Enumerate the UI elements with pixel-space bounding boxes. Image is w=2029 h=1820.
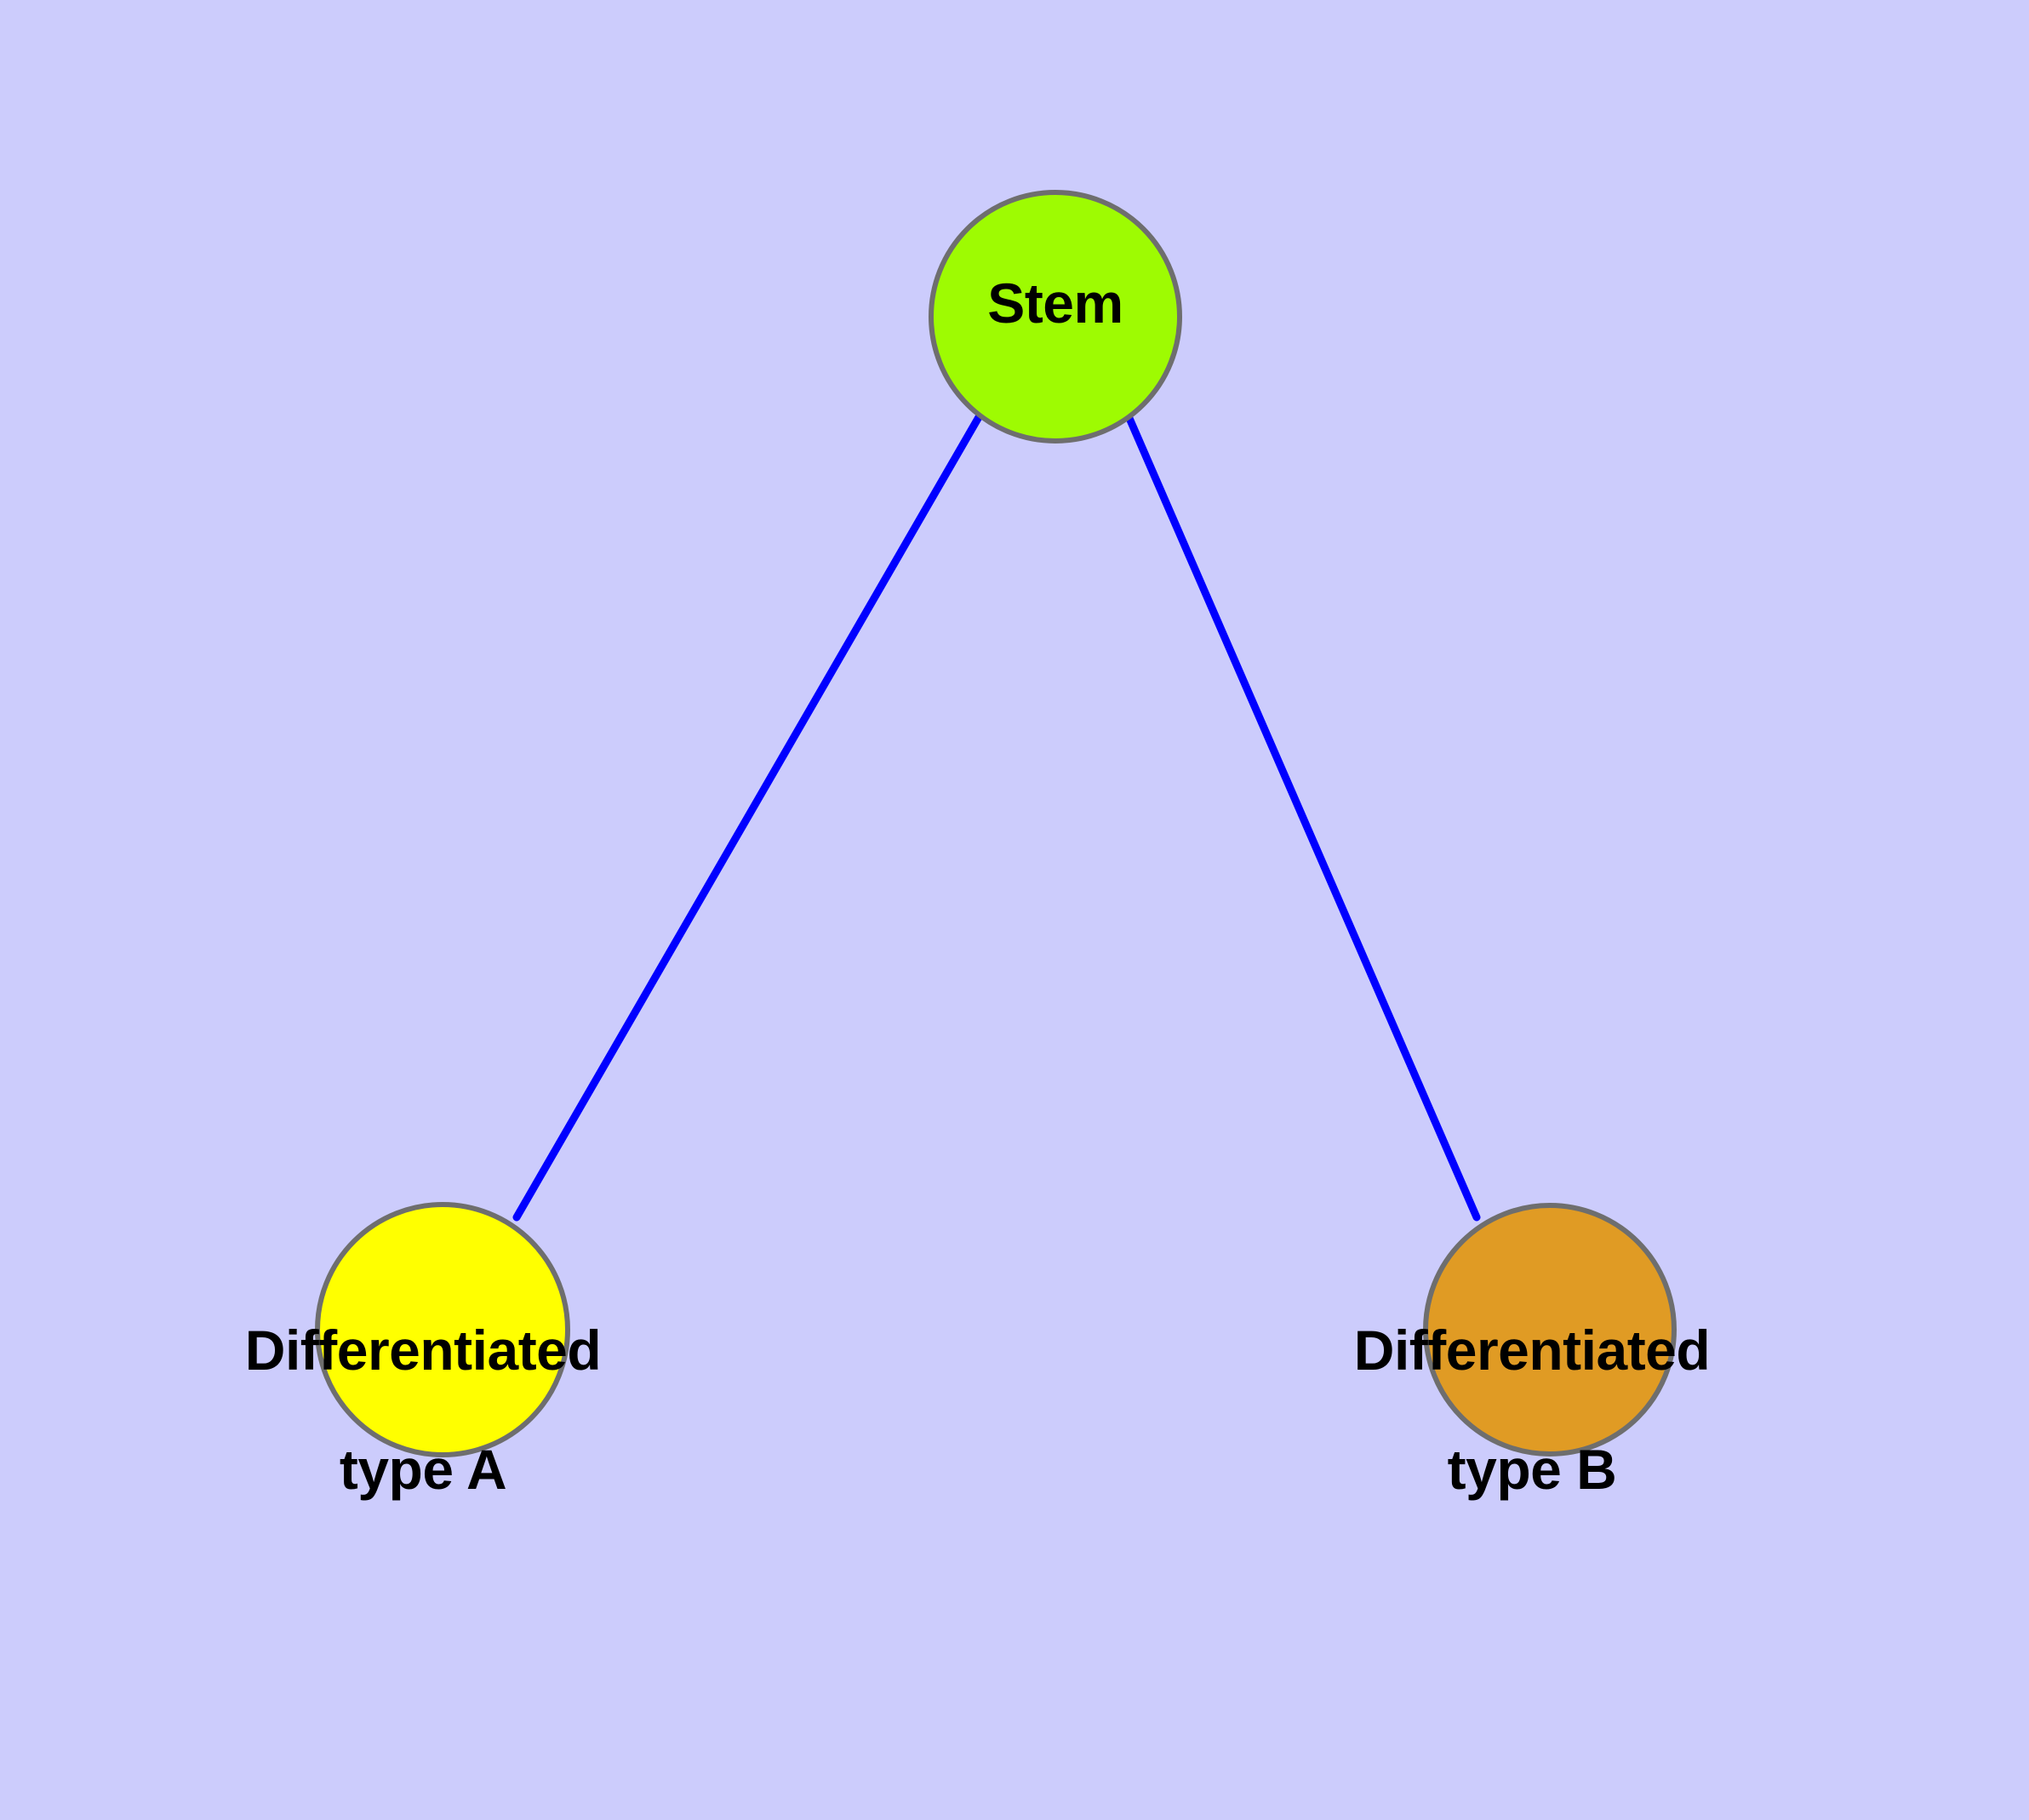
node-label-stem: Stem — [987, 272, 1123, 335]
edge-stem-to-type-a — [512, 413, 983, 1222]
edge-stem-to-type-b — [1124, 412, 1481, 1222]
node-label-line-2: type A — [339, 1437, 507, 1501]
node-differentiated-type-a[interactable] — [315, 1202, 570, 1457]
node-label-differentiated-type-a: Differentiated type A — [168, 1262, 678, 1560]
node-stem[interactable] — [929, 190, 1182, 444]
node-differentiated-type-b[interactable] — [1423, 1203, 1677, 1457]
node-label-differentiated-type-b: Differentiated type B — [1277, 1262, 1787, 1560]
node-label-line-1: Differentiated — [244, 1318, 602, 1382]
node-label-line-1: Differentiated — [1353, 1318, 1711, 1382]
node-label-line-2: type B — [1447, 1437, 1617, 1501]
